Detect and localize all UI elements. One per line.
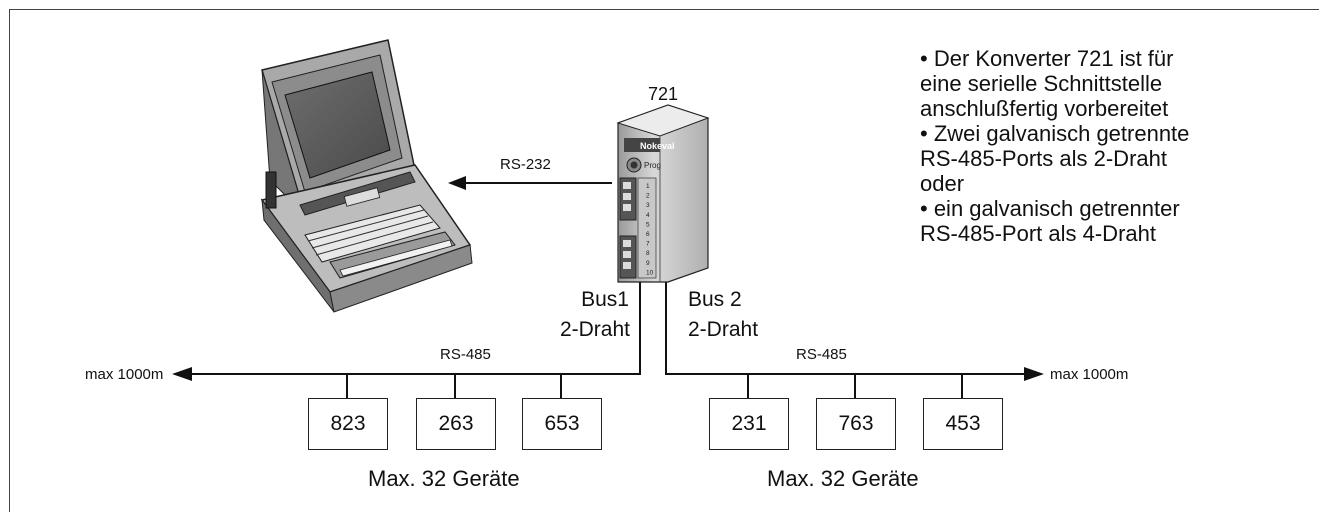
bus2-device-caption: Max. 32 Geräte	[767, 466, 919, 491]
converter-brand: Nokeval	[640, 141, 675, 151]
bus1-protocol-label: RS-485	[440, 346, 491, 363]
device-box-231: 231	[709, 398, 789, 450]
bus2-range-label: max 1000m	[1050, 366, 1129, 383]
feature-line: RS-485-Ports als 2-Draht	[920, 146, 1167, 171]
terminal-number: 8	[646, 250, 650, 257]
bus2-name: Bus 2	[688, 288, 742, 311]
connection-lines	[188, 182, 1028, 398]
feature-line: • Der Konverter 721 ist für	[920, 46, 1174, 71]
bus2-arrowhead	[1024, 367, 1044, 381]
rs232-arrowhead	[448, 176, 466, 190]
device-box-453: 453	[923, 398, 1003, 450]
feature-line: eine serielle Schnittstelle	[920, 71, 1163, 96]
terminal-number: 2	[646, 193, 650, 200]
bus1-name: Bus1	[581, 288, 629, 311]
terminal-number: 6	[646, 231, 650, 238]
bus1-device-caption: Max. 32 Geräte	[368, 466, 520, 491]
bus1-type: 2-Draht	[559, 318, 630, 341]
bus1-range-label: max 1000m	[85, 366, 164, 383]
terminal-number: 5	[646, 221, 650, 228]
converter-model-label: 721	[648, 84, 679, 104]
feature-line: anschlußfertig vorbereitet	[920, 96, 1169, 121]
bus2-type: 2-Draht	[688, 318, 759, 341]
terminal-number: 10	[646, 269, 654, 276]
feature-list: • Der Konverter 721 ist für eine seriell…	[920, 46, 1300, 246]
feature-line: RS-485-Port als 4-Draht	[920, 221, 1156, 246]
terminal-number: 9	[646, 260, 650, 267]
laptop-illustration	[260, 39, 473, 313]
diagram-frame	[9, 9, 1319, 512]
feature-line: oder	[920, 171, 965, 196]
terminal-number: 4	[646, 212, 650, 219]
terminal-number: 3	[646, 202, 650, 209]
terminal-number: 1	[646, 183, 650, 190]
feature-line: • ein galvanisch getrennter	[920, 196, 1180, 221]
converter-prog-label: Prog	[644, 161, 661, 170]
device-box-263: 263	[416, 398, 496, 450]
bus2-protocol-label: RS-485	[796, 346, 847, 363]
device-box-763: 763	[816, 398, 896, 450]
converter-device: Nokeval Prog 1 2 3 4 5 6 7 8 9 10	[616, 104, 710, 283]
converter-terminal-numbers: 1 2 3 4 5 6 7 8 9 10	[646, 183, 654, 276]
rs232-label: RS-232	[500, 156, 551, 173]
feature-line: • Zwei galvanisch getrennte	[920, 121, 1190, 146]
terminal-number: 7	[646, 241, 650, 248]
device-box-653: 653	[522, 398, 602, 450]
bus1-arrowhead	[172, 367, 192, 381]
device-box-823: 823	[308, 398, 388, 450]
